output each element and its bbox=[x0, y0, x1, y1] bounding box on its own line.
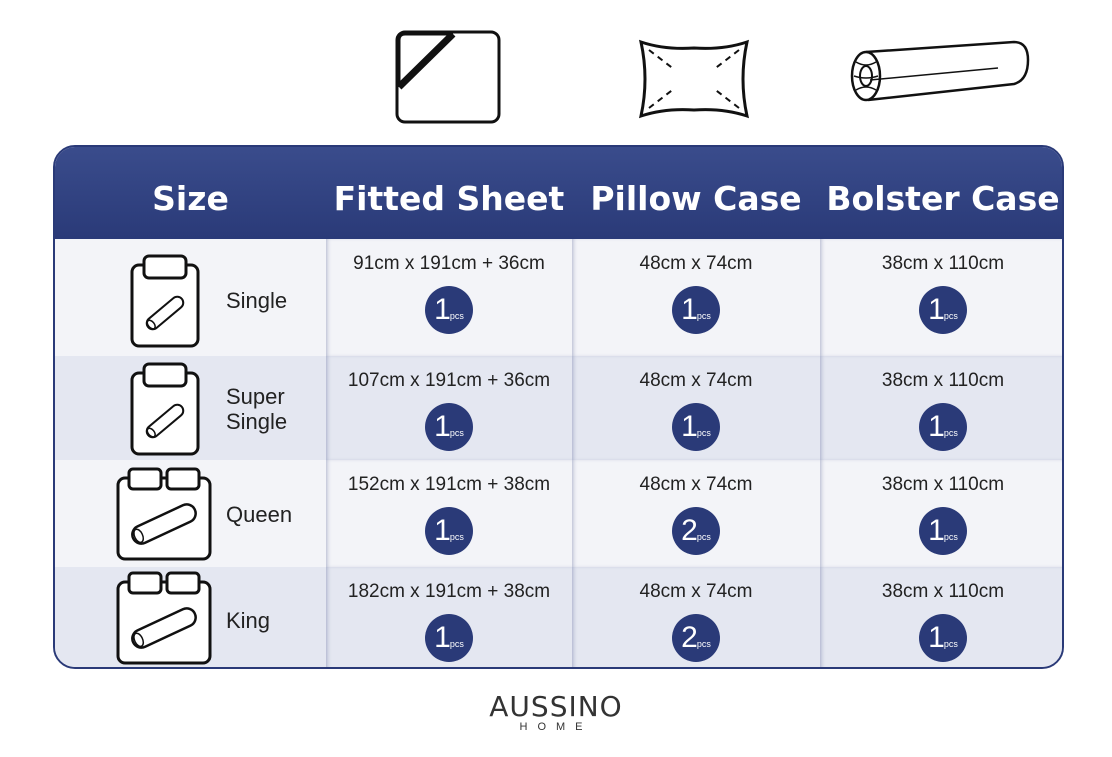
pillow-case-cell: 48cm x 74cm 1pcs bbox=[572, 356, 820, 460]
fitted-sheet-dimensions: 182cm x 191cm + 38cm bbox=[347, 581, 551, 602]
size-cell: Super Single bbox=[55, 356, 326, 460]
quantity-badge: 1pcs bbox=[919, 403, 967, 451]
fitted-sheet-dimensions: 91cm x 191cm + 36cm bbox=[353, 253, 545, 274]
quantity-badge: 1pcs bbox=[919, 614, 967, 662]
quantity-badge: 1pcs bbox=[919, 507, 967, 555]
size-cell: Single bbox=[55, 239, 326, 356]
size-label: Queen bbox=[226, 502, 293, 527]
fitted-sheet-cell: 152cm x 191cm + 38cm 1pcs bbox=[326, 460, 572, 567]
fitted-sheet-dimensions: 152cm x 191cm + 38cm bbox=[347, 474, 551, 495]
bolster-case-dimensions: 38cm x 110cm bbox=[881, 253, 1005, 274]
size-cell: Queen bbox=[55, 460, 326, 567]
table-row: Super Single 107cm x 191cm + 36cm 1pcs 4… bbox=[55, 356, 1062, 460]
fitted-sheet-cell: 182cm x 191cm + 38cm 1pcs bbox=[326, 567, 572, 667]
table-row: Queen 152cm x 191cm + 38cm 1pcs 48cm x 7… bbox=[55, 460, 1062, 567]
quantity-badge: 1pcs bbox=[425, 286, 473, 334]
quantity-badge: 1pcs bbox=[672, 286, 720, 334]
single-bed-icon bbox=[130, 254, 200, 348]
quantity-badge: 1pcs bbox=[425, 403, 473, 451]
table-header: Size Fitted Sheet Pillow Case Bolster Ca… bbox=[55, 147, 1062, 239]
header-fitted-sheet: Fitted Sheet bbox=[333, 179, 565, 218]
quantity-badge: 1pcs bbox=[425, 614, 473, 662]
size-label: Single bbox=[226, 288, 288, 313]
size-label: Super Single bbox=[226, 384, 288, 434]
table-row: King 182cm x 191cm + 38cm 1pcs 48cm x 74… bbox=[55, 567, 1062, 667]
fitted-sheet-icon bbox=[395, 30, 501, 124]
pillow-case-cell: 48cm x 74cm 1pcs bbox=[572, 239, 820, 356]
pillow-case-cell: 48cm x 74cm 2pcs bbox=[572, 460, 820, 567]
quantity-badge: 2pcs bbox=[672, 507, 720, 555]
fitted-sheet-cell: 107cm x 191cm + 36cm 1pcs bbox=[326, 356, 572, 460]
king-bed-icon bbox=[116, 571, 212, 665]
super-single-bed-icon bbox=[130, 362, 200, 456]
bolster-case-cell: 38cm x 110cm 1pcs bbox=[820, 567, 1062, 667]
fitted-sheet-dimensions: 107cm x 191cm + 36cm bbox=[347, 370, 551, 391]
pillow-case-icon bbox=[638, 39, 750, 119]
pillow-case-dimensions: 48cm x 74cm bbox=[639, 370, 753, 391]
pillow-case-cell: 48cm x 74cm 2pcs bbox=[572, 567, 820, 667]
pillow-case-dimensions: 48cm x 74cm bbox=[639, 474, 753, 495]
header-bolster-case: Bolster Case bbox=[826, 179, 1060, 218]
quantity-badge: 2pcs bbox=[672, 614, 720, 662]
logo-subtitle: HOME bbox=[519, 721, 593, 733]
table-row: Single 91cm x 191cm + 36cm 1pcs 48cm x 7… bbox=[55, 239, 1062, 356]
quantity-badge: 1pcs bbox=[672, 403, 720, 451]
size-guide-table: Size Fitted Sheet Pillow Case Bolster Ca… bbox=[53, 145, 1064, 669]
bolster-case-cell: 38cm x 110cm 1pcs bbox=[820, 239, 1062, 356]
queen-bed-icon bbox=[116, 467, 212, 561]
logo-wordmark: AUSSINO bbox=[489, 690, 623, 723]
quantity-badge: 1pcs bbox=[425, 507, 473, 555]
header-size: Size bbox=[152, 179, 229, 218]
bolster-case-dimensions: 38cm x 110cm bbox=[881, 581, 1005, 602]
fitted-sheet-cell: 91cm x 191cm + 36cm 1pcs bbox=[326, 239, 572, 356]
bolster-case-dimensions: 38cm x 110cm bbox=[881, 370, 1005, 391]
size-label: King bbox=[226, 608, 271, 633]
size-cell: King bbox=[55, 567, 326, 667]
pillow-case-dimensions: 48cm x 74cm bbox=[639, 253, 753, 274]
brand-logo: AUSSINO HOME bbox=[456, 690, 656, 733]
bolster-case-icon bbox=[850, 40, 1030, 102]
bolster-case-cell: 38cm x 110cm 1pcs bbox=[820, 460, 1062, 567]
quantity-badge: 1pcs bbox=[919, 286, 967, 334]
bolster-case-dimensions: 38cm x 110cm bbox=[881, 474, 1005, 495]
bolster-case-cell: 38cm x 110cm 1pcs bbox=[820, 356, 1062, 460]
header-pillow-case: Pillow Case bbox=[590, 179, 802, 218]
pillow-case-dimensions: 48cm x 74cm bbox=[639, 581, 753, 602]
